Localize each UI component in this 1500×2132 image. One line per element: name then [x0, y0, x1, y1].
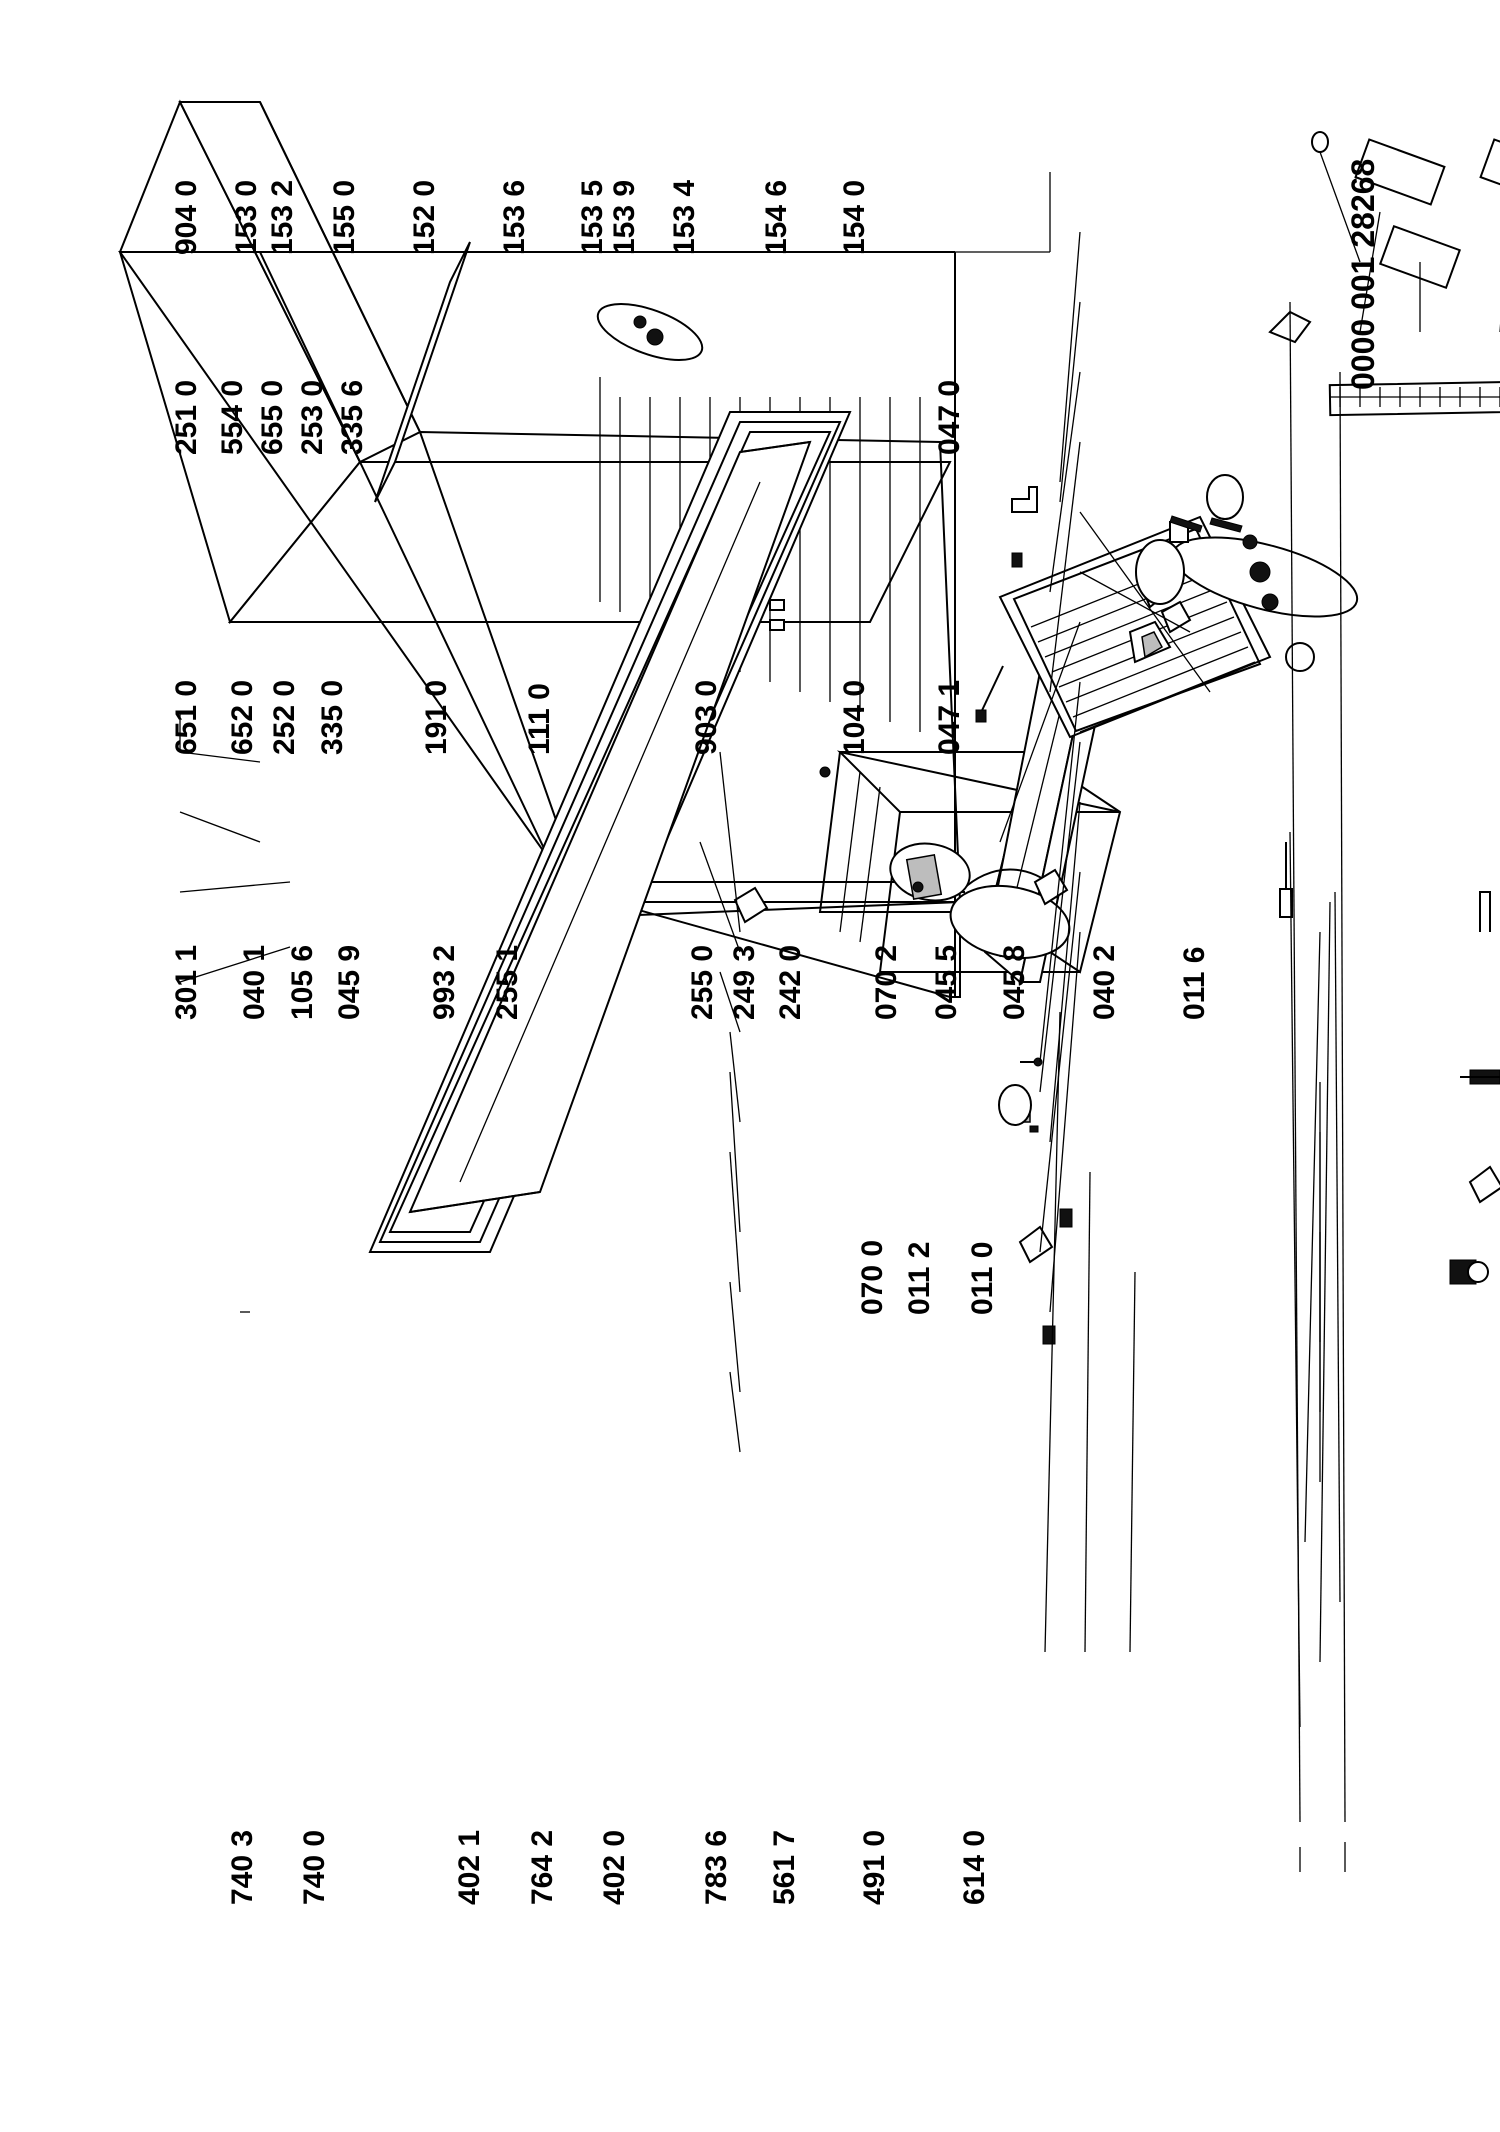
document-code: 0000 001 28268 [1345, 158, 1381, 390]
label-7400: 740 0 [298, 1829, 331, 1905]
label-1546: 154 6 [760, 179, 793, 255]
label-0455: 045 5 [930, 944, 963, 1020]
leader-lines [179, 151, 1500, 1872]
label-0470: 047 0 [933, 379, 966, 455]
label-1520: 152 0 [408, 179, 441, 255]
label-0471: 047 1 [933, 679, 966, 755]
label-6520: 652 0 [226, 679, 259, 755]
label-6140: 614 0 [958, 1829, 991, 1905]
label-0700: 070 0 [856, 1239, 889, 1315]
label-9932: 993 2 [428, 944, 461, 1020]
control-parts [1128, 474, 1359, 672]
label-2420: 242 0 [774, 944, 807, 1020]
label-0459: 045 9 [333, 944, 366, 1020]
label-7642: 764 2 [526, 1829, 559, 1905]
label-2530: 253 0 [296, 379, 329, 455]
label-0112: 011 2 [903, 1241, 936, 1315]
label-2493: 249 3 [728, 944, 761, 1020]
label-4021: 402 1 [453, 1829, 486, 1905]
label-2550: 255 0 [686, 944, 719, 1020]
door-drawing [368, 241, 1069, 1253]
label-7403: 740 3 [226, 1829, 259, 1905]
label-1535: 153 5 [576, 179, 609, 255]
label-2510: 251 0 [170, 379, 203, 455]
label-2520: 252 0 [268, 679, 301, 755]
label-1056: 105 6 [286, 944, 319, 1020]
label-0116: 011 6 [1178, 946, 1211, 1020]
cabinet-drawing [118, 99, 1500, 998]
label-3356: 335 6 [336, 379, 369, 455]
label-4910: 491 0 [858, 1829, 891, 1905]
label-1530: 153 0 [230, 179, 263, 255]
label-1040: 104 0 [838, 679, 871, 755]
label-1534: 153 4 [668, 179, 701, 255]
label-0702: 070 2 [870, 944, 903, 1020]
label-0401: 040 1 [238, 944, 271, 1020]
label-2551: 255 1 [491, 944, 524, 1020]
label-1539: 153 9 [608, 179, 641, 255]
label-5617: 561 7 [768, 1829, 801, 1905]
label-0402: 040 2 [1088, 944, 1121, 1020]
label-1550: 155 0 [328, 179, 361, 255]
label-9030: 903 0 [690, 679, 723, 755]
label-1540: 154 0 [838, 179, 871, 255]
label-1910: 191 0 [420, 679, 453, 755]
door-accessories [1311, 131, 1500, 290]
label-0458: 045 8 [998, 944, 1031, 1020]
label-9040: 904 0 [170, 179, 203, 255]
label-5540: 554 0 [216, 379, 249, 455]
label-6510: 651 0 [170, 679, 203, 755]
label-7836: 783 6 [700, 1829, 733, 1905]
label-0110: 011 0 [966, 1241, 999, 1315]
label-1532: 153 2 [266, 179, 299, 255]
label-6550: 655 0 [256, 379, 289, 455]
label-1536: 153 6 [498, 179, 531, 255]
label-1110: 111 0 [523, 683, 556, 755]
label-3350: 335 0 [316, 679, 349, 755]
label-4020: 402 0 [598, 1829, 631, 1905]
label-3011: 301 1 [170, 944, 203, 1020]
